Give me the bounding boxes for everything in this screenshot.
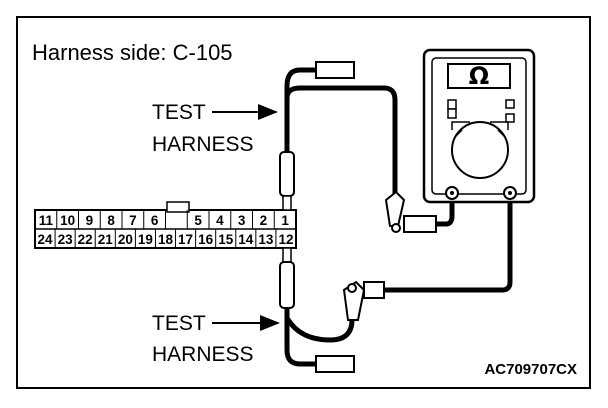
- connector-pin-label: 15: [218, 232, 234, 247]
- ohm-symbol: Ω: [469, 62, 489, 90]
- lower-test-harness: [279, 247, 355, 373]
- connector-pin-label: 13: [258, 232, 274, 247]
- connector-pin-label: 17: [178, 232, 193, 247]
- connector-pin-label: 2: [260, 213, 268, 228]
- lower-meter-lead: [342, 196, 513, 321]
- meter-display: [447, 63, 511, 89]
- lower-test-label: TEST: [152, 312, 206, 335]
- upper-probe-sleeve: [279, 151, 295, 197]
- connector-pin-label: 5: [194, 213, 202, 228]
- connector-pin-label: 11: [39, 213, 54, 228]
- connector-pin-label: 8: [107, 213, 115, 228]
- lower-probe-sleeve: [279, 261, 295, 309]
- connector-pin-label: 9: [86, 213, 94, 228]
- upper-test-harness: [279, 61, 398, 211]
- connector-pin-label: 6: [151, 213, 159, 228]
- figure-id: AC709707CX: [484, 361, 577, 378]
- connector-pin-label: 7: [129, 213, 137, 228]
- connector-pin-label: 19: [138, 232, 153, 247]
- connector-pin-label: 10: [60, 213, 75, 228]
- connector-pin-label: 1: [281, 213, 289, 228]
- connector-pin-label: 24: [38, 232, 54, 247]
- connector-lock-tab: [166, 201, 190, 213]
- upper-test-label: TEST: [152, 101, 206, 124]
- ohmmeter: Ω: [422, 48, 536, 204]
- upper-harness-label: HARNESS: [152, 133, 254, 156]
- meter-dial: [451, 121, 509, 179]
- upper-harness-connector: [315, 61, 355, 79]
- lower-harness-label: HARNESS: [152, 343, 254, 366]
- diagram-title: Harness side: C-105: [32, 40, 233, 65]
- lower-harness-connector: [315, 355, 355, 373]
- connector-pin-label: 4: [216, 213, 224, 228]
- connector-pin-label: 22: [78, 232, 93, 247]
- connector-pin-label: 12: [278, 232, 293, 247]
- connector-pin-label: 23: [58, 232, 74, 247]
- connector-pin-label: 21: [98, 232, 114, 247]
- connector-pin-label: 3: [238, 213, 246, 228]
- upper-probe-tip: [282, 195, 292, 211]
- lower-probe-tip: [282, 247, 292, 263]
- connector-pin-label: 16: [198, 232, 214, 247]
- connector-pin-label: 14: [238, 232, 254, 247]
- connector-pin-label: 20: [118, 232, 133, 247]
- connector-pin-label: 18: [158, 232, 174, 247]
- upper-meter-lead: [384, 190, 455, 233]
